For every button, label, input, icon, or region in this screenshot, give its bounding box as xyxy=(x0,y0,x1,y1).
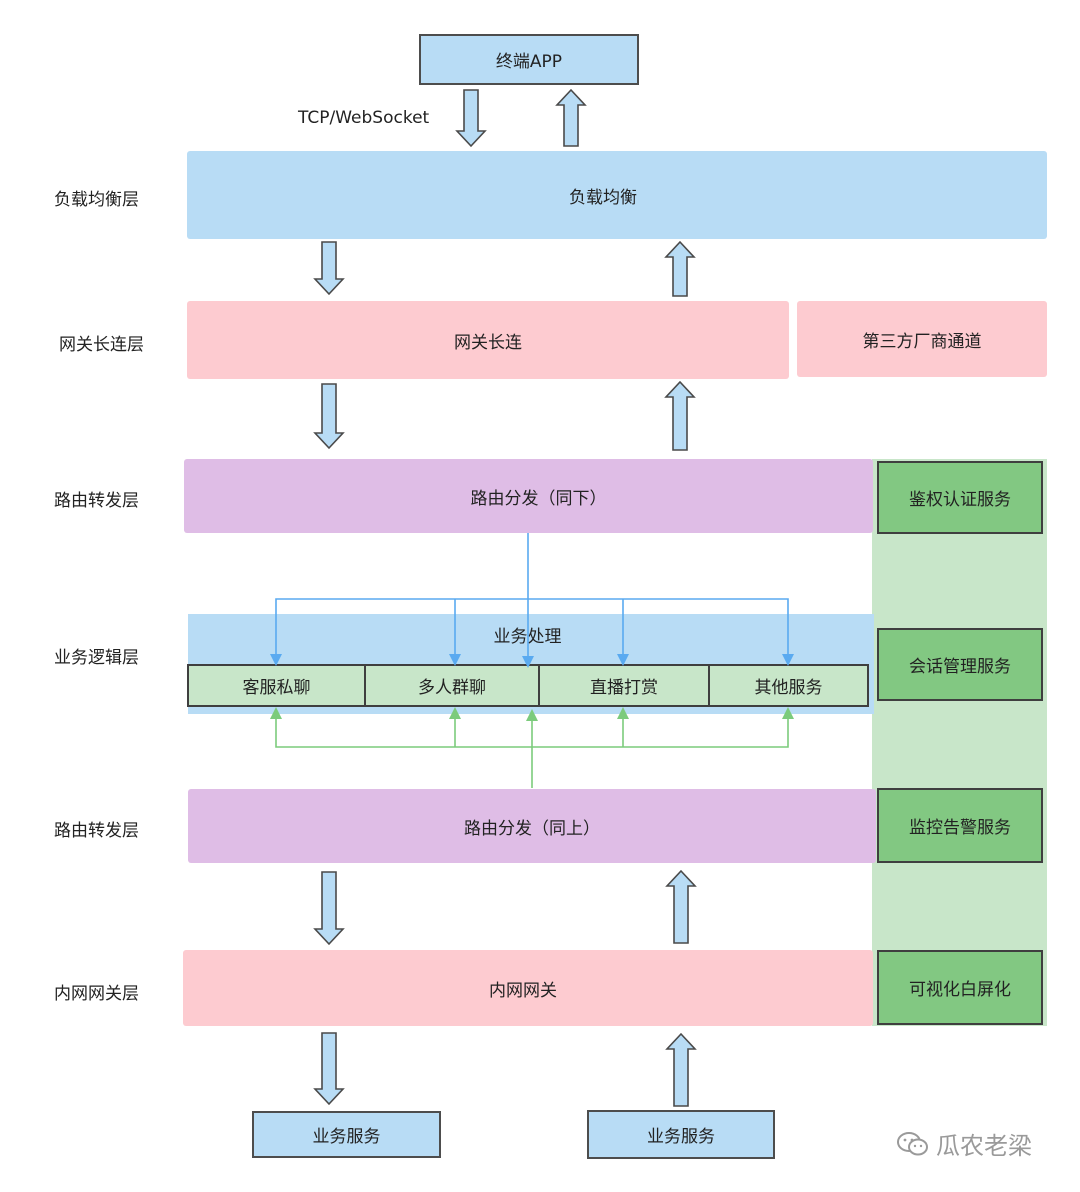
business-service-box-left: 业务服务 xyxy=(252,1111,441,1158)
business-item-group-chat: 多人群聊 xyxy=(364,664,540,707)
business-item-customer-chat: 客服私聊 xyxy=(187,664,366,707)
up-arrow-3 xyxy=(664,240,696,297)
layer-label-internal-gateway: 内网网关层 xyxy=(54,984,139,1004)
wechat-icon xyxy=(897,1131,928,1155)
down-arrow-0 xyxy=(455,89,487,148)
internal-gateway-block: 内网网关 xyxy=(183,950,873,1026)
side-service-visualization: 可视化白屏化 xyxy=(877,950,1043,1025)
watermark: 瓜农老梁 xyxy=(896,1126,1032,1161)
routing-block-bottom: 路由分发（同上） xyxy=(188,789,876,863)
down-arrow-4 xyxy=(313,383,345,450)
layer-label-routing-top: 路由转发层 xyxy=(54,491,139,511)
up-arrow-1 xyxy=(555,88,587,147)
support-services-panel xyxy=(872,459,1047,1026)
layer-label-load-balance: 负载均衡层 xyxy=(54,190,139,210)
layer-label-gateway: 网关长连层 xyxy=(59,335,144,355)
routing-block-top: 路由分发（同下） xyxy=(184,459,873,533)
gateway-block: 网关长连 xyxy=(187,301,789,379)
down-arrow-2 xyxy=(313,241,345,296)
down-arrow-6 xyxy=(313,871,345,946)
business-item-live-reward: 直播打赏 xyxy=(538,664,710,707)
side-service-monitoring: 监控告警服务 xyxy=(877,788,1043,863)
down-routing-heads xyxy=(270,654,794,668)
side-service-session: 会话管理服务 xyxy=(877,628,1043,701)
up-arrow-5 xyxy=(664,380,696,451)
layer-label-business: 业务逻辑层 xyxy=(54,648,139,668)
up-arrow-7 xyxy=(665,869,697,944)
up-arrow-9 xyxy=(665,1032,697,1107)
client-app-box: 终端APP xyxy=(419,34,639,85)
business-service-box-right: 业务服务 xyxy=(587,1110,775,1159)
down-arrow-8 xyxy=(313,1032,345,1106)
up-routing-lines xyxy=(275,712,789,788)
layer-label-routing-bottom: 路由转发层 xyxy=(54,821,139,841)
third-party-channel-block: 第三方厂商通道 xyxy=(797,301,1047,377)
up-routing-heads xyxy=(270,707,794,721)
down-routing-lines xyxy=(275,533,789,662)
side-service-auth: 鉴权认证服务 xyxy=(877,461,1043,534)
protocol-label: TCP/WebSocket xyxy=(298,108,430,128)
watermark-text: 瓜农老梁 xyxy=(936,1132,1032,1160)
load-balance-block: 负载均衡 xyxy=(187,151,1047,239)
